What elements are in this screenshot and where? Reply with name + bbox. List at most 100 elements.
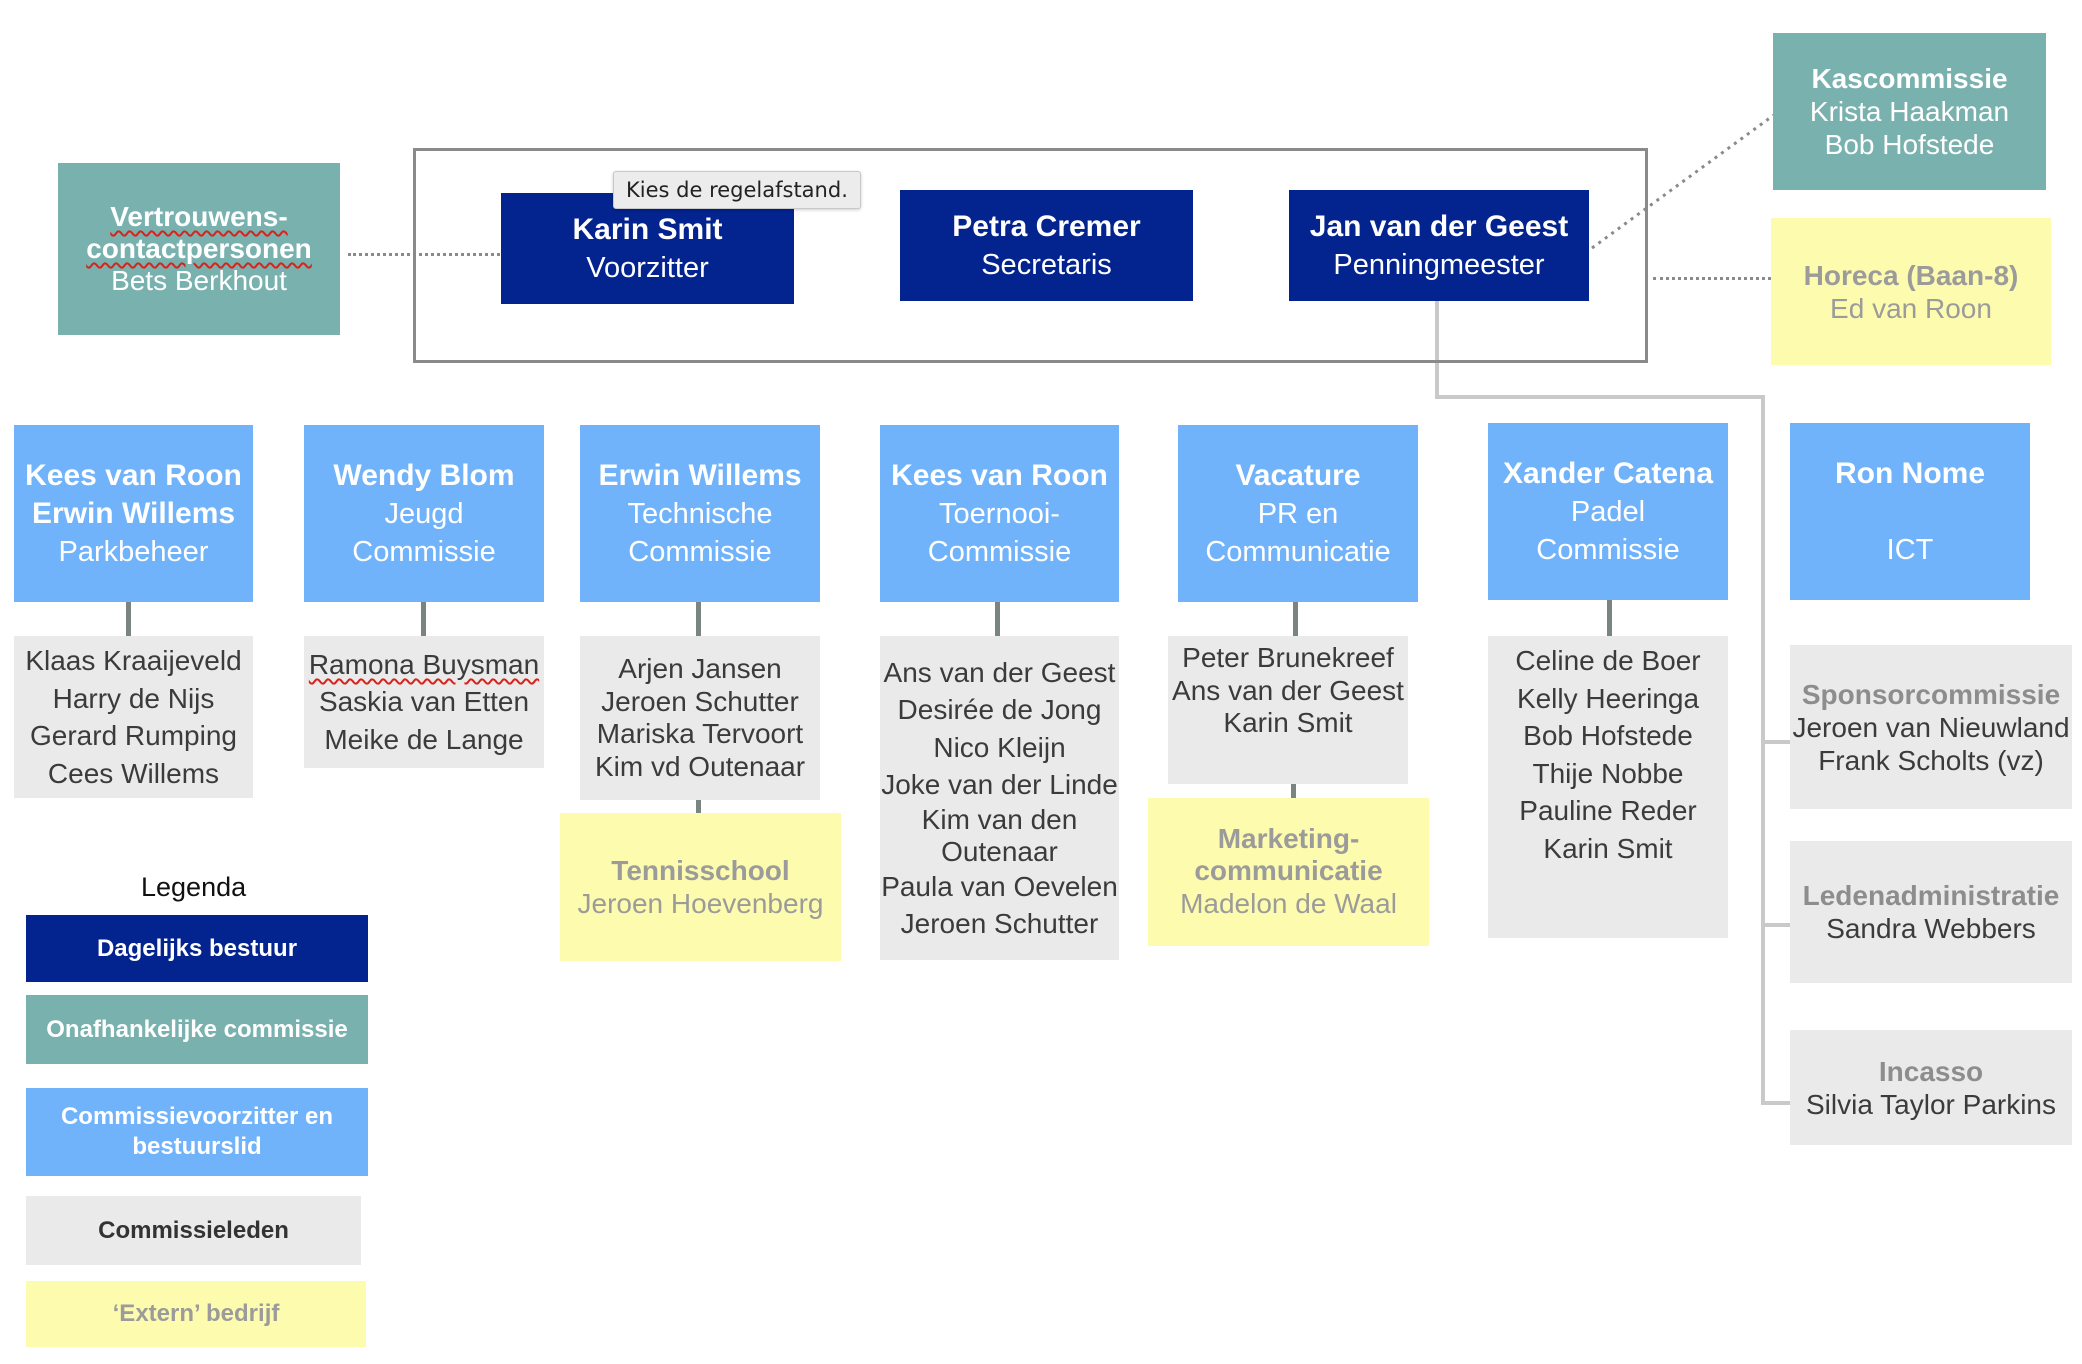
connector-side-leden [1761,923,1794,927]
legend-item-dagelijks-bestuur: Dagelijks bestuur [26,915,368,982]
member-name: Cees Willems [47,757,220,789]
members-padel: Celine de Boer Kelly Heeringa Bob Hofste… [1488,636,1728,938]
member-name: Nico Kleijn [933,731,1066,763]
connector-side-sponsor [1761,740,1794,744]
connector-padel [1607,600,1612,636]
connector-board-to-side [1435,302,1439,399]
commission-label: Commissie [927,535,1072,568]
commission-label: Commissie [628,535,772,568]
member-name: Kim vd Outenaar [594,750,806,782]
members-technische: Arjen Jansen Jeroen Schutter Mariska Ter… [580,636,820,800]
kascommissie-member: Bob Hofstede [1824,129,1995,160]
member-name: Saskia van Etten [318,686,530,718]
sponsor-member: Frank Scholts (vz) [1818,744,2044,776]
connector-side-incasso [1761,1101,1794,1105]
board-name: Petra Cremer [952,209,1141,243]
commission-label: Parkbeheer [58,535,209,568]
commission-pr-communicatie: Vacature PR en Communicatie [1178,425,1418,602]
commission-label: Communicatie [1205,535,1391,568]
kascommissie-box: Kascommissie Krista Haakman Bob Hofstede [1773,33,2046,190]
commission-chair: Wendy Blom [333,458,515,492]
member-name: Peter Brunekreef [1182,642,1394,673]
board-role: Voorzitter [586,251,709,284]
leden-title: Ledenadministratie [1802,880,2060,911]
member-name: Ans van der Geest [883,656,1116,688]
kascommissie-member: Krista Haakman [1809,96,2010,127]
legend-item-commissieleden: Commissieleden [26,1196,361,1265]
member-name: Karin Smit [1223,707,1353,738]
connector-parkbeheer [126,602,131,636]
marketing-box: Marketing- communicatie Madelon de Waal [1148,798,1429,946]
legend-item-extern-bedrijf: ‘Extern’ bedrijf [26,1281,366,1347]
member-name: Gerard Rumping [30,720,237,751]
connector-horizontal [1435,395,1765,399]
member-name: Pauline Reder [1519,795,1697,826]
member-name: Bob Hofstede [1523,720,1693,751]
connector-jeugd [421,602,426,636]
member-name: Thije Nobbe [1532,757,1684,789]
horeca-name: Ed van Roon [1830,292,1992,324]
board-member-jan-van-der-geest: Jan van der Geest Penningmeester [1289,190,1589,301]
commission-chair: Kees van Roon [25,458,242,492]
marketing-title-line2: communicatie [1194,855,1383,886]
member-name: Desirée de Jong [897,694,1102,725]
commission-jeugd: Wendy Blom Jeugd Commissie [304,425,544,602]
commission-chair: Vacature [1235,458,1361,492]
commission-chair: Erwin Willems [31,496,236,530]
connector-pr [1293,602,1298,636]
commission-chair: Xander Catena [1502,456,1714,490]
members-parkbeheer: Klaas Kraaijeveld Harry de Nijs Gerard R… [14,636,253,798]
member-name: Klaas Kraaijeveld [25,645,242,676]
commission-label: Technische [627,497,773,530]
sponsorcommissie-box: Sponsorcommissie Jeroen van Nieuwland Fr… [1790,645,2072,809]
commission-chair: Erwin Willems [598,458,802,492]
member-name: Ans van der Geest [1172,674,1404,706]
member-name: Kelly Heeringa [1516,682,1700,714]
legend-item-onafhankelijke-commissie: Onafhankelijke commissie [26,995,368,1064]
connector-toernooi [995,602,1000,636]
member-name: Meike de Lange [324,723,524,755]
commission-label: Padel [1570,495,1646,528]
connector-penningmeester [1435,301,1439,303]
connector-pr-marketing [1291,784,1296,798]
legend-item-commissievoorzitter: Commissievoorzitter en bestuurslid [26,1088,368,1176]
kascommissie-title: Kascommissie [1811,63,2008,94]
commission-toernooi: Kees van Roon Toernooi- Commissie [880,425,1119,602]
member-name: Jeroen Schutter [601,685,799,717]
commission-padel: Xander Catena Padel Commissie [1488,423,1728,600]
trust-title-line2: contactpersonen [86,233,312,264]
member-name: Ramona Buysman [308,648,540,680]
horeca-box: Horeca (Baan-8) Ed van Roon [1771,218,2051,365]
member-name: Karin Smit [1543,832,1673,864]
trust-persons-box: Vertrouwens- contactpersonen Bets Berkho… [58,163,340,335]
board-name: Jan van der Geest [1309,209,1569,243]
legend-title: Legenda [141,872,247,902]
incasso-box: Incasso Silvia Taylor Parkins [1790,1030,2072,1145]
member-name: Kim van den [921,803,1078,835]
connector-technische-tennisschool [696,800,701,813]
member-name: Jeroen Schutter [900,908,1099,939]
commission-label: Commissie [352,535,496,568]
board-frame [413,148,1648,363]
commission-chair: Ron Nome [1835,456,1985,490]
members-pr-communicatie: Peter Brunekreef Ans van der Geest Karin… [1168,636,1408,784]
tooltip: Kies de regelafstand. [613,171,861,209]
board-name: Karin Smit [572,212,723,246]
marketing-name: Madelon de Waal [1180,888,1397,919]
sponsor-title: Sponsorcommissie [1801,678,2061,710]
trust-title-line1: Vertrouwens- [110,201,288,232]
board-role: Secretaris [981,248,1112,281]
commission-label: Commissie [1536,533,1680,566]
incasso-member: Silvia Taylor Parkins [1805,1088,2057,1120]
commission-technische: Erwin Willems Technische Commissie [580,425,820,602]
member-name: Celine de Boer [1515,645,1701,676]
ledenadministratie-box: Ledenadministratie Sandra Webbers [1790,841,2072,983]
dotted-connector-trust [348,253,500,256]
member-name: Harry de Nijs [52,682,215,714]
commission-label: Jeugd [384,497,464,530]
tennisschool-box: Tennisschool Jeroen Hoevenberg [560,813,841,961]
marketing-title-line1: Marketing- [1217,823,1360,854]
dotted-connector-kascommissie [1591,110,1779,250]
connector-technische [696,602,701,636]
incasso-title: Incasso [1878,1055,1984,1087]
